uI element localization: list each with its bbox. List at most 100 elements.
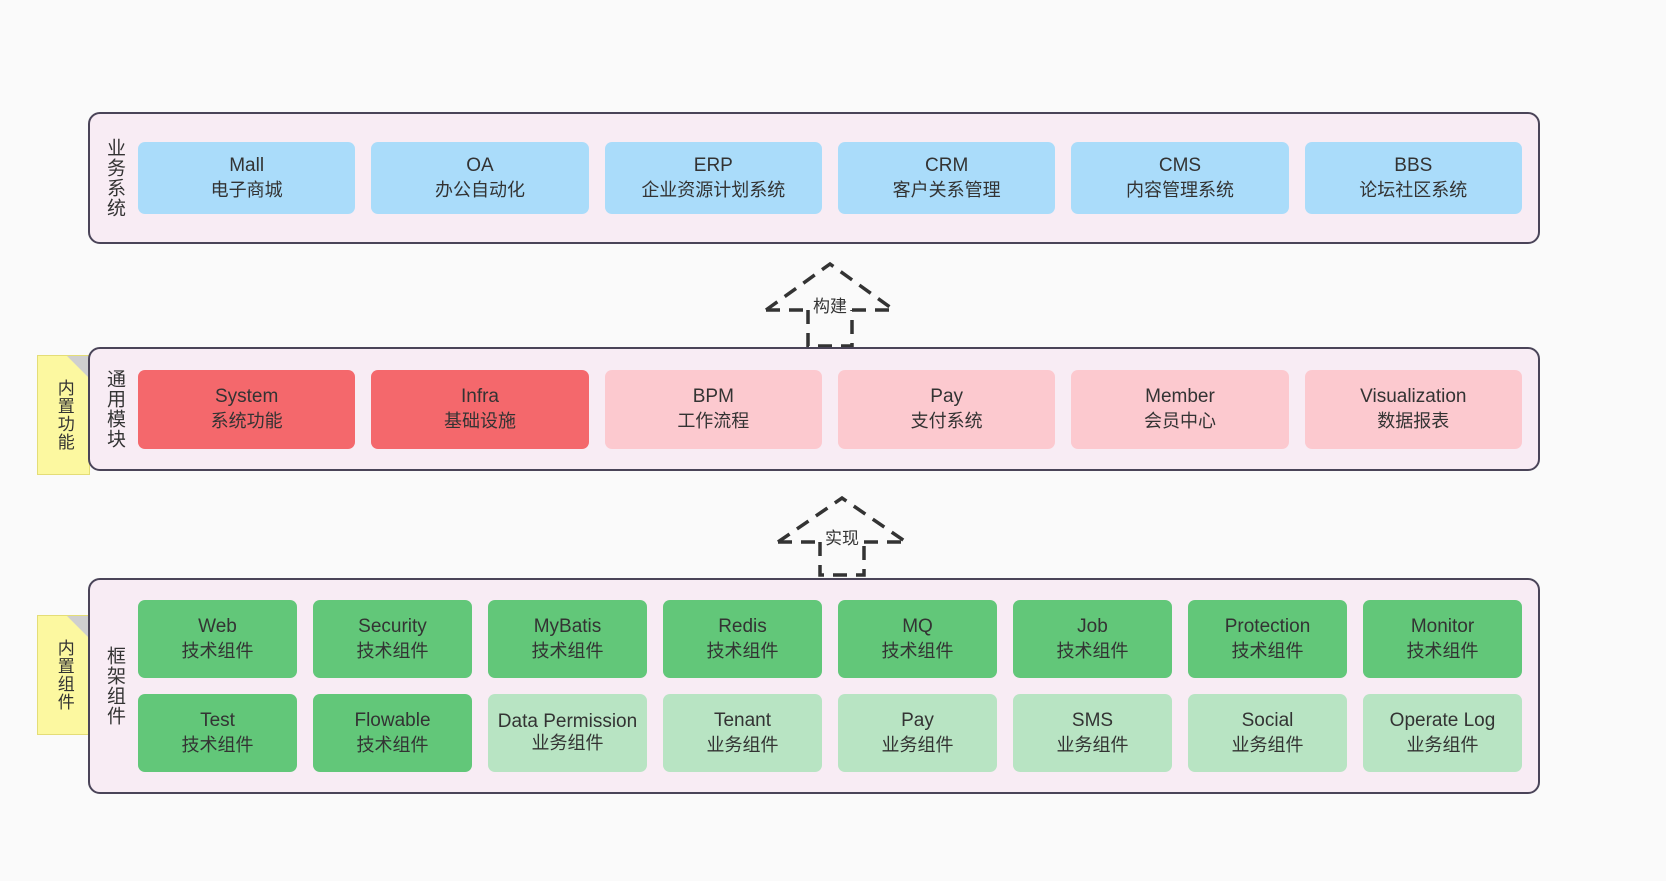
node-title: MQ — [902, 616, 933, 638]
node-job[interactable]: Job 技术组件 — [1013, 600, 1172, 678]
layer-business-systems: 业务系统 Mall 电子商城 OA 办公自动化 ERP 企业资源计划系统 CRM… — [88, 112, 1540, 244]
sticky-note-text: 内置功能 — [54, 379, 74, 451]
node-title: OA — [466, 155, 494, 177]
node-pay[interactable]: Pay 支付系统 — [837, 369, 1056, 449]
node-subtitle: 技术组件 — [356, 734, 429, 755]
node-subtitle: 技术组件 — [181, 640, 254, 661]
layer-label-common-modules: 通用模块 — [104, 369, 126, 449]
node-title: Member — [1145, 386, 1215, 408]
node-title: Security — [358, 616, 427, 638]
node-operate-log[interactable]: Operate Log 业务组件 — [1363, 694, 1522, 772]
sticky-note-text: 内置组件 — [54, 639, 74, 711]
layer-common-modules: 通用模块 System 系统功能 Infra 基础设施 BPM 工作流程 Pay… — [88, 347, 1540, 471]
node-subtitle: 业务组件 — [881, 734, 954, 755]
connector-implement-label: 实现 — [823, 524, 861, 549]
node-security[interactable]: Security 技术组件 — [313, 600, 472, 678]
node-subtitle: 论坛社区系统 — [1359, 179, 1468, 200]
node-bpm[interactable]: BPM 工作流程 — [604, 369, 822, 449]
node-bbs[interactable]: BBS 论坛社区系统 — [1304, 142, 1522, 214]
node-title: Flowable — [354, 710, 431, 732]
node-subtitle: 基础设施 — [443, 410, 516, 431]
node-infra[interactable]: Infra 基础设施 — [371, 369, 589, 449]
node-title: Pay — [930, 386, 964, 408]
connector-build: 构建 — [760, 258, 900, 348]
node-mybatis[interactable]: MyBatis 技术组件 — [488, 600, 647, 678]
node-sms[interactable]: SMS 业务组件 — [1013, 694, 1172, 772]
node-subtitle: 技术组件 — [181, 734, 254, 755]
connector-implement: 实现 — [772, 492, 912, 577]
node-oa[interactable]: OA 办公自动化 — [371, 142, 589, 214]
node-pay-component[interactable]: Pay 业务组件 — [838, 694, 997, 772]
node-protection[interactable]: Protection 技术组件 — [1188, 600, 1347, 678]
node-data-permission[interactable]: Data Permission 业务组件 — [488, 694, 647, 772]
layer-label-business-systems: 业务系统 — [104, 138, 126, 218]
node-subtitle: 业务组件 — [706, 734, 779, 755]
node-subtitle: 办公自动化 — [434, 179, 525, 200]
node-monitor[interactable]: Monitor 技术组件 — [1363, 600, 1522, 678]
node-title: Pay — [901, 710, 934, 732]
node-title: Monitor — [1410, 616, 1475, 638]
node-subtitle: 业务组件 — [1406, 734, 1479, 755]
node-title: CMS — [1158, 155, 1202, 177]
node-title: Infra — [460, 386, 499, 408]
node-title: Test — [200, 710, 235, 732]
node-subtitle: 数据报表 — [1377, 410, 1450, 431]
node-title: System — [214, 386, 279, 408]
connector-build-label: 构建 — [811, 292, 849, 317]
node-subtitle: 系统功能 — [210, 410, 283, 431]
node-visualization[interactable]: Visualization 数据报表 — [1304, 369, 1522, 449]
node-title: Job — [1077, 616, 1108, 638]
node-subtitle: 支付系统 — [910, 410, 983, 431]
node-title: Social — [1241, 710, 1294, 732]
node-subtitle: 业务组件 — [1231, 734, 1304, 755]
node-title: MyBatis — [533, 616, 602, 638]
node-redis[interactable]: Redis 技术组件 — [663, 600, 822, 678]
node-title: Operate Log — [1389, 710, 1496, 732]
node-title: Redis — [718, 616, 767, 638]
node-mall[interactable]: Mall 电子商城 — [138, 142, 356, 214]
node-subtitle: 业务组件 — [1056, 734, 1129, 755]
node-title: Tenant — [713, 710, 772, 732]
node-row: Test 技术组件 Flowable 技术组件 Data Permission … — [138, 694, 1522, 772]
node-title: Data Permission — [497, 710, 638, 732]
node-title: Web — [198, 616, 237, 638]
node-subtitle: 会员中心 — [1143, 410, 1216, 431]
node-system[interactable]: System 系统功能 — [138, 369, 356, 449]
node-title: Mall — [229, 155, 265, 177]
node-title: ERP — [693, 155, 733, 177]
node-cms[interactable]: CMS 内容管理系统 — [1071, 142, 1289, 214]
node-row: Mall 电子商城 OA 办公自动化 ERP 企业资源计划系统 CRM 客户关系… — [138, 142, 1522, 214]
node-subtitle: 技术组件 — [706, 640, 779, 661]
sticky-note-builtin-features: 内置功能 — [37, 355, 90, 475]
node-member[interactable]: Member 会员中心 — [1071, 369, 1289, 449]
layer-framework-components: 框架组件 Web 技术组件 Security 技术组件 MyBatis 技术组件… — [88, 578, 1540, 794]
layer-body-business-systems: Mall 电子商城 OA 办公自动化 ERP 企业资源计划系统 CRM 客户关系… — [134, 114, 1538, 242]
build-arrow-icon — [764, 261, 896, 348]
node-web[interactable]: Web 技术组件 — [138, 600, 297, 678]
sticky-fold-corner-icon — [67, 356, 89, 378]
node-subtitle: 内容管理系统 — [1125, 179, 1234, 200]
layer-body-framework-components: Web 技术组件 Security 技术组件 MyBatis 技术组件 Redi… — [134, 580, 1538, 792]
node-subtitle: 技术组件 — [356, 640, 429, 661]
layer-label-framework-components: 框架组件 — [104, 646, 126, 726]
node-tenant[interactable]: Tenant 业务组件 — [663, 694, 822, 772]
node-subtitle: 电子商城 — [210, 179, 283, 200]
node-title: Visualization — [1360, 386, 1467, 408]
node-title: SMS — [1071, 710, 1114, 732]
node-crm[interactable]: CRM 客户关系管理 — [837, 142, 1056, 214]
node-subtitle: 技术组件 — [1406, 640, 1479, 661]
node-erp[interactable]: ERP 企业资源计划系统 — [604, 142, 822, 214]
node-subtitle: 客户关系管理 — [892, 179, 1001, 200]
node-flowable[interactable]: Flowable 技术组件 — [313, 694, 472, 772]
node-row: System 系统功能 Infra 基础设施 BPM 工作流程 Pay 支付系统… — [138, 369, 1522, 449]
sticky-fold-corner-icon — [67, 616, 89, 638]
node-social[interactable]: Social 业务组件 — [1188, 694, 1347, 772]
layer-body-common-modules: System 系统功能 Infra 基础设施 BPM 工作流程 Pay 支付系统… — [134, 349, 1538, 469]
node-mq[interactable]: MQ 技术组件 — [838, 600, 997, 678]
node-title: BBS — [1394, 155, 1433, 177]
node-subtitle: 工作流程 — [677, 410, 750, 431]
node-subtitle: 企业资源计划系统 — [641, 179, 786, 200]
node-subtitle: 技术组件 — [531, 640, 604, 661]
node-test[interactable]: Test 技术组件 — [138, 694, 297, 772]
